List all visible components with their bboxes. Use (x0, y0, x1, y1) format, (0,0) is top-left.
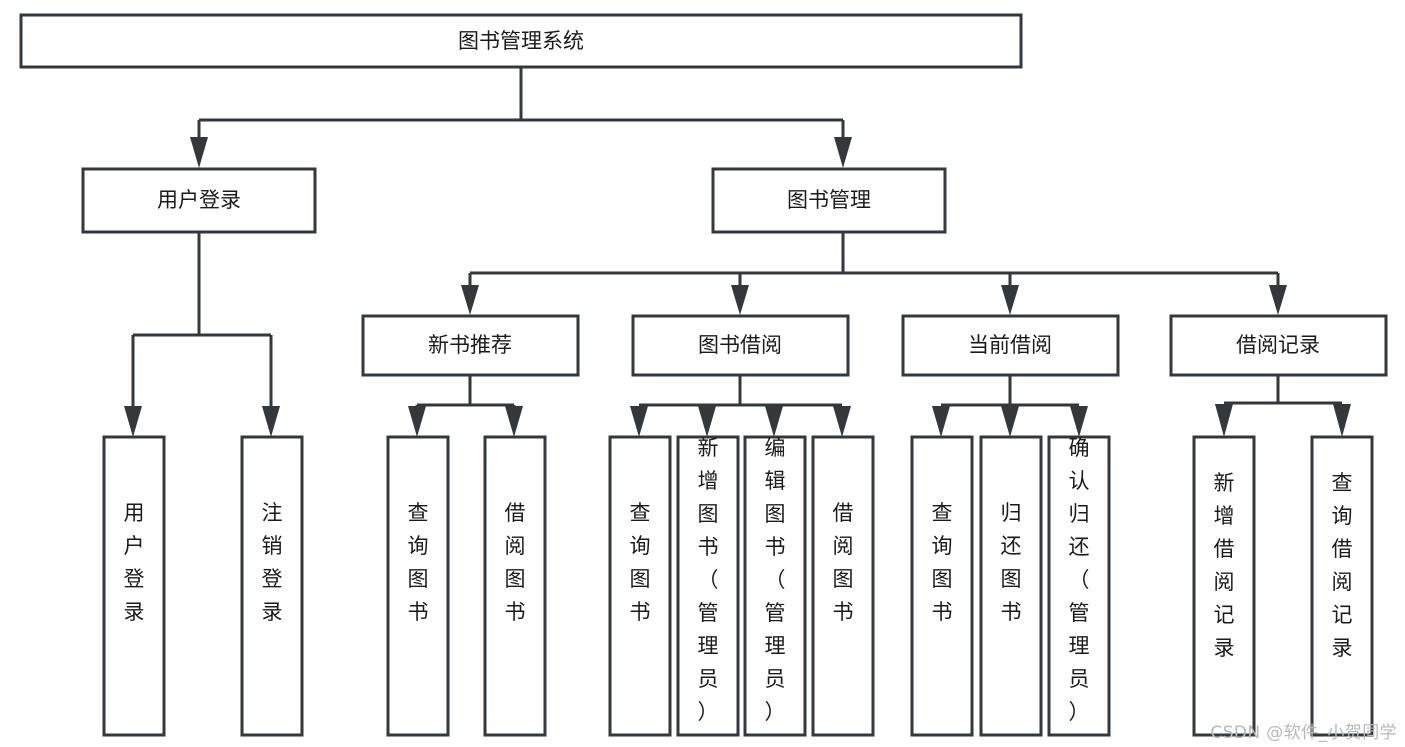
leaf-currentborrow-query-book-label: 查询图书 (932, 501, 953, 624)
leaf-logout-label: 注销登录 (262, 501, 283, 624)
arrowhead-new-book (461, 285, 479, 315)
arrowhead-borrow-record (1269, 285, 1287, 315)
leaf-logout[interactable]: 注销登录 (240, 435, 304, 737)
leaf-borrowrecord-add-record-label: 新增借阅记录 (1214, 471, 1235, 660)
leaf-bookborrow-query-book[interactable]: 查询图书 (608, 435, 672, 737)
leaf-currentborrow-confirm-return-label: 确认归还（管理员） (1069, 436, 1090, 724)
arrowhead-leaf-user-login (124, 406, 142, 437)
leaf-currentborrow-return-book[interactable]: 归还图书 (979, 435, 1043, 737)
leaf-bookborrow-borrow-book[interactable]: 借阅图书 (811, 435, 875, 737)
leaf-logout-box[interactable] (240, 435, 304, 737)
leaf-bookborrow-add-book-box[interactable] (676, 435, 740, 737)
leaf-currentborrow-confirm-return[interactable]: 确认归还（管理员） (1047, 435, 1111, 737)
connector-layer (124, 67, 1351, 437)
node-borrow-record-box[interactable] (1169, 314, 1388, 377)
leaf-newbook-query-book[interactable]: 查询图书 (386, 435, 450, 737)
leaf-newbook-borrow-book[interactable]: 借阅图书 (483, 435, 547, 737)
node-new-book-recommend-label: 新书推荐 (428, 333, 512, 357)
leaf-user-login-label: 用户登录 (124, 501, 145, 624)
node-new-book-recommend-box[interactable] (361, 314, 580, 377)
leaf-bookborrow-edit-book[interactable]: 编辑图书（管理员） (743, 435, 807, 737)
leaf-bookborrow-edit-book-label: 编辑图书（管理员） (765, 436, 786, 724)
node-book-borrow[interactable]: 图书借阅 (631, 314, 850, 377)
node-book-manage-label: 图书管理 (787, 188, 871, 212)
node-book-manage[interactable]: 图书管理 (711, 167, 947, 234)
arrowhead-bookborrow-leaf-2 (698, 406, 716, 437)
arrowhead-currentborrow-leaf-2 (1001, 406, 1019, 437)
leaf-borrowrecord-query-record-box[interactable] (1310, 435, 1374, 737)
arrowhead-user-login (190, 137, 208, 168)
arrowhead-borrowrecord-leaf-1 (1215, 404, 1233, 437)
arrowhead-current-borrow (1001, 285, 1019, 315)
leaf-user-login-box[interactable] (102, 435, 166, 737)
leaf-bookborrow-query-book-label: 查询图书 (630, 501, 651, 624)
node-user-login-box[interactable] (81, 167, 317, 234)
node-current-borrow[interactable]: 当前借阅 (901, 314, 1120, 377)
arrowhead-bookborrow-leaf-4 (833, 406, 851, 437)
node-user-login-label: 用户登录 (157, 188, 241, 212)
arrowhead-currentborrow-leaf-1 (932, 406, 950, 437)
leaf-bookborrow-edit-book-box[interactable] (743, 435, 807, 737)
node-current-borrow-box[interactable] (901, 314, 1120, 377)
node-user-login[interactable]: 用户登录 (81, 167, 317, 234)
leaf-newbook-query-book-box[interactable] (386, 435, 450, 737)
leaf-bookborrow-query-book-box[interactable] (608, 435, 672, 737)
arrowhead-bookborrow-leaf-1 (630, 406, 648, 437)
node-book-manage-box[interactable] (711, 167, 947, 234)
arrowhead-borrowrecord-leaf-2 (1333, 404, 1351, 437)
leaf-bookborrow-add-book-label: 新增图书（管理员） (698, 436, 719, 724)
node-book-borrow-box[interactable] (631, 314, 850, 377)
leaf-newbook-borrow-book-box[interactable] (483, 435, 547, 737)
leaf-borrowrecord-add-record[interactable]: 新增借阅记录 (1192, 435, 1256, 737)
arrowhead-newbook-leaf-2 (505, 406, 523, 437)
leaf-currentborrow-query-book-box[interactable] (910, 435, 974, 737)
leaf-currentborrow-return-book-box[interactable] (979, 435, 1043, 737)
arrowhead-leaf-logout (262, 406, 280, 437)
arrowhead-book-manage (834, 137, 852, 168)
leaf-borrowrecord-query-record-label: 查询借阅记录 (1332, 471, 1353, 660)
leaf-currentborrow-return-book-label: 归还图书 (1001, 501, 1022, 624)
leaf-bookborrow-add-book[interactable]: 新增图书（管理员） (676, 435, 740, 737)
leaf-newbook-borrow-book-label: 借阅图书 (505, 501, 526, 624)
leaf-bookborrow-borrow-book-label: 借阅图书 (833, 501, 854, 624)
leaf-currentborrow-confirm-return-box[interactable] (1047, 435, 1111, 737)
node-root-label: 图书管理系统 (458, 29, 584, 53)
arrowhead-currentborrow-leaf-3 (1070, 406, 1088, 437)
node-current-borrow-label: 当前借阅 (968, 333, 1052, 357)
leaf-user-login[interactable]: 用户登录 (102, 435, 166, 737)
node-root[interactable]: 图书管理系统 (19, 13, 1023, 69)
arrowhead-book-borrow (731, 285, 749, 315)
node-root-box[interactable] (19, 13, 1023, 69)
leaf-borrowrecord-query-record[interactable]: 查询借阅记录 (1310, 435, 1374, 737)
node-book-borrow-label: 图书借阅 (698, 333, 782, 357)
leaf-bookborrow-borrow-book-box[interactable] (811, 435, 875, 737)
node-borrow-record[interactable]: 借阅记录 (1169, 314, 1388, 377)
node-new-book-recommend[interactable]: 新书推荐 (361, 314, 580, 377)
leaf-currentborrow-query-book[interactable]: 查询图书 (910, 435, 974, 737)
leaf-borrowrecord-add-record-box[interactable] (1192, 435, 1256, 737)
arrowhead-bookborrow-leaf-3 (765, 406, 783, 437)
leaf-newbook-query-book-label: 查询图书 (408, 501, 429, 624)
node-borrow-record-label: 借阅记录 (1236, 333, 1320, 357)
arrowhead-newbook-leaf-1 (408, 406, 426, 437)
